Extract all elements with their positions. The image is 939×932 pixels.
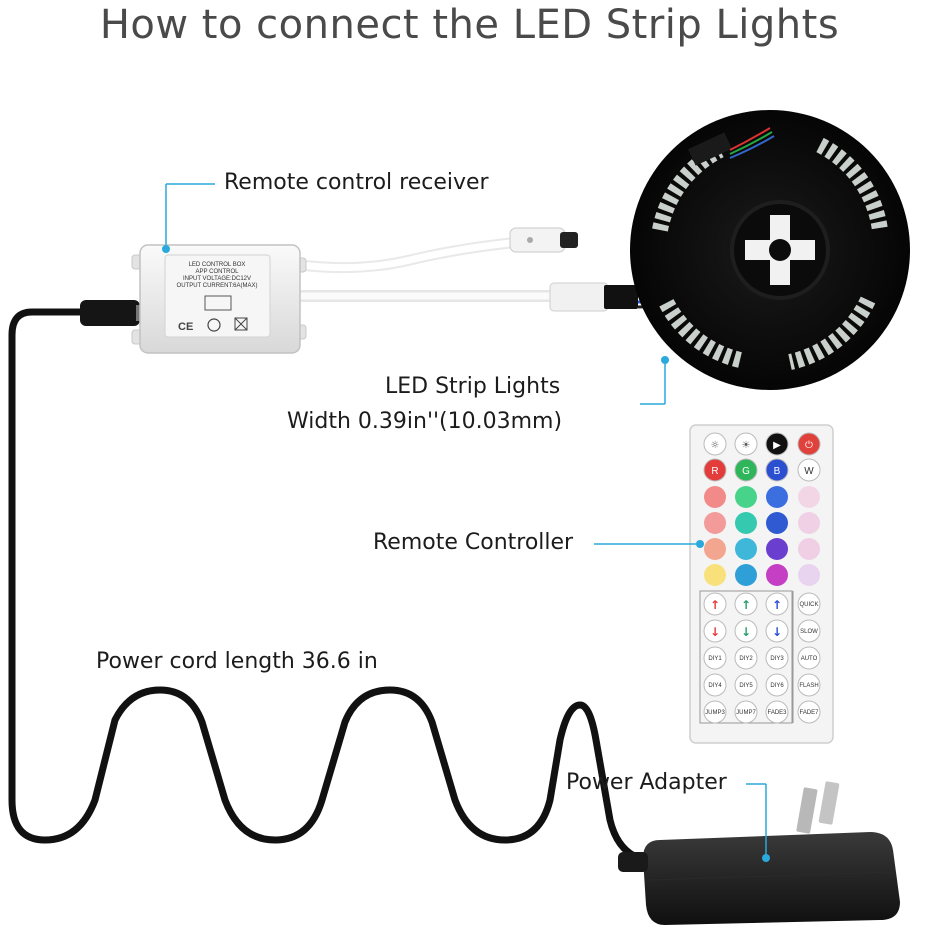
led-strip-reel: [630, 110, 910, 390]
fade3-button[interactable]: FADE3: [765, 700, 789, 724]
svg-text:☼: ☼: [711, 440, 720, 451]
box-print-line: INPUT VOLTAGE:DC12V: [183, 276, 251, 282]
remote-color-button[interactable]: [704, 564, 726, 586]
svg-text:AUTO: AUTO: [801, 656, 818, 662]
remote-color-button[interactable]: [704, 538, 726, 560]
jump3-button[interactable]: JUMP3: [703, 700, 727, 724]
remote-button-w[interactable]: W: [797, 458, 821, 482]
jump7-button[interactable]: JUMP7: [734, 700, 758, 724]
svg-text:W: W: [804, 466, 814, 477]
box-print-line: OUTPUT CURRENT:6A(MAX): [177, 283, 258, 289]
dc-plug: [80, 300, 144, 326]
svg-text:↑: ↑: [772, 598, 782, 612]
diy-button[interactable]: DIY2: [734, 646, 758, 670]
arrow-up-icon[interactable]: ↑: [765, 592, 789, 616]
remote-button-g[interactable]: G: [734, 458, 758, 482]
diagram-title: How to connect the LED Strip Lights: [99, 2, 840, 48]
svg-text:↓: ↓: [741, 625, 751, 639]
adapter-label: Power Adapter: [566, 770, 727, 795]
play-pause-icon[interactable]: ▶: [765, 432, 789, 456]
svg-text:FLASH: FLASH: [799, 683, 818, 689]
remote-color-button[interactable]: [735, 538, 757, 560]
power-cord: [8, 308, 664, 866]
arrow-up-icon[interactable]: ↑: [703, 592, 727, 616]
svg-text:☀: ☀: [742, 440, 751, 451]
box-print-line: APP CONTROL: [196, 269, 240, 275]
arrow-down-icon[interactable]: ↓: [765, 619, 789, 643]
remote-color-button[interactable]: [766, 564, 788, 586]
remote-color-button[interactable]: [798, 564, 820, 586]
brightness-up-icon[interactable]: ☼: [703, 432, 727, 456]
diy-button[interactable]: DIY1: [703, 646, 727, 670]
flash-button[interactable]: FLASH: [797, 673, 821, 697]
quick-button[interactable]: QUICK: [797, 592, 821, 616]
remote-color-button[interactable]: [704, 512, 726, 534]
callout-receiver: [162, 183, 215, 253]
remote-controller: ☼ ☀ ▶ ⏻ R G B W ↑ ↑ ↑ ↓ ↓ ↓ QUICK SLOW AUTO FLASH DIY1 DIY2…: [689, 424, 834, 744]
svg-text:DIY6: DIY6: [770, 683, 784, 689]
svg-text:DIY2: DIY2: [739, 656, 753, 662]
diy-button[interactable]: DIY5: [734, 673, 758, 697]
remote-color-button[interactable]: [704, 486, 726, 508]
receiver-label: Remote control receiver: [224, 170, 489, 195]
callout-adapter: [746, 783, 770, 862]
strip-width-label: Width 0.39in''(10.03mm): [287, 409, 563, 434]
callout-remote: [594, 540, 704, 548]
remote-color-button[interactable]: [735, 512, 757, 534]
svg-text:↓: ↓: [772, 625, 782, 639]
strip-name-label: LED Strip Lights: [385, 374, 561, 399]
remote-color-button[interactable]: [766, 486, 788, 508]
svg-text:FADE3: FADE3: [767, 710, 787, 716]
callout-strip: [640, 356, 669, 405]
svg-text:▶: ▶: [773, 440, 781, 451]
power-adapter: [618, 781, 900, 925]
slow-button[interactable]: SLOW: [797, 619, 821, 643]
diy-button[interactable]: DIY4: [703, 673, 727, 697]
remote-color-button[interactable]: [766, 538, 788, 560]
remote-color-button[interactable]: [798, 512, 820, 534]
remote-color-button[interactable]: [798, 538, 820, 560]
cord-length-label: Power cord length 36.6 in: [96, 649, 378, 674]
remote-button-b[interactable]: B: [765, 458, 789, 482]
remote-color-button[interactable]: [766, 512, 788, 534]
brightness-down-icon[interactable]: ☀: [734, 432, 758, 456]
svg-text:JUMP7: JUMP7: [736, 710, 756, 716]
remote-color-button[interactable]: [798, 486, 820, 508]
arrow-up-icon[interactable]: ↑: [734, 592, 758, 616]
svg-text:↑: ↑: [710, 598, 720, 612]
svg-text:SLOW: SLOW: [800, 629, 818, 635]
svg-text:↑: ↑: [741, 598, 751, 612]
remote-button-r[interactable]: R: [703, 458, 727, 482]
svg-text:QUICK: QUICK: [799, 602, 818, 608]
remote-label: Remote Controller: [373, 530, 574, 555]
fade7-button[interactable]: FADE7: [797, 700, 821, 724]
remote-color-button[interactable]: [735, 486, 757, 508]
remote-color-button[interactable]: [735, 564, 757, 586]
diy-button[interactable]: DIY3: [765, 646, 789, 670]
diy-button[interactable]: DIY6: [765, 673, 789, 697]
svg-text:↓: ↓: [710, 625, 720, 639]
arrow-down-icon[interactable]: ↓: [703, 619, 727, 643]
svg-text:G: G: [742, 466, 750, 477]
auto-button[interactable]: AUTO: [797, 646, 821, 670]
svg-text:R: R: [711, 466, 718, 477]
ce-mark: CE: [178, 321, 193, 333]
box-print-line: LED CONTROL BOX: [189, 262, 246, 268]
arrow-down-icon[interactable]: ↓: [734, 619, 758, 643]
svg-text:FADE7: FADE7: [799, 710, 819, 716]
svg-text:JUMP3: JUMP3: [705, 710, 725, 716]
ir-sensor-connector: [509, 227, 578, 253]
svg-text:DIY5: DIY5: [739, 683, 753, 689]
svg-text:DIY4: DIY4: [708, 683, 722, 689]
svg-text:DIY3: DIY3: [770, 656, 784, 662]
svg-text:DIY1: DIY1: [708, 656, 722, 662]
power-icon[interactable]: ⏻: [797, 432, 821, 456]
svg-text:⏻: ⏻: [805, 440, 813, 451]
svg-text:B: B: [774, 466, 781, 477]
